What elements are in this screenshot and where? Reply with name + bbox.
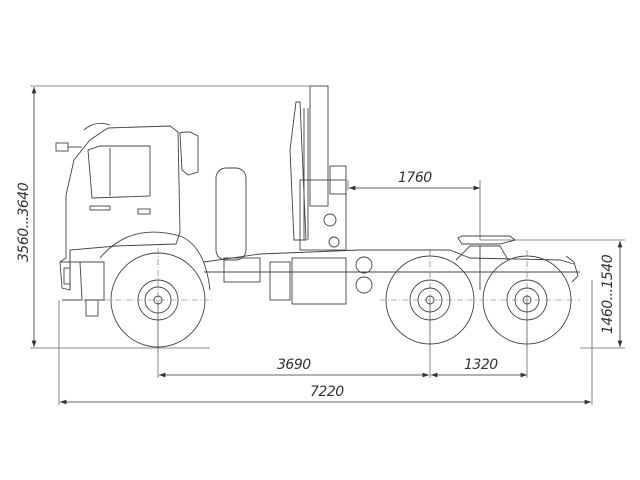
fifth-wheel-height-label: 1460...1540 bbox=[600, 254, 616, 334]
front-fender bbox=[99, 231, 211, 291]
centerlines bbox=[104, 248, 580, 352]
chassis-frame bbox=[203, 249, 575, 265]
truck bbox=[55, 85, 580, 348]
dimension-lines bbox=[31, 87, 623, 405]
crane-to-fifth-wheel-label: 1760 bbox=[398, 170, 432, 186]
crane bbox=[289, 85, 347, 251]
fifth-wheel bbox=[457, 235, 516, 245]
overall-length-label: 7220 bbox=[310, 384, 344, 400]
overall-height-label: 3560...3640 bbox=[16, 182, 32, 262]
wheelbase-rear-label: 1320 bbox=[464, 357, 498, 373]
cab bbox=[55, 122, 199, 317]
wheelbase-front-label: 3690 bbox=[277, 357, 311, 373]
